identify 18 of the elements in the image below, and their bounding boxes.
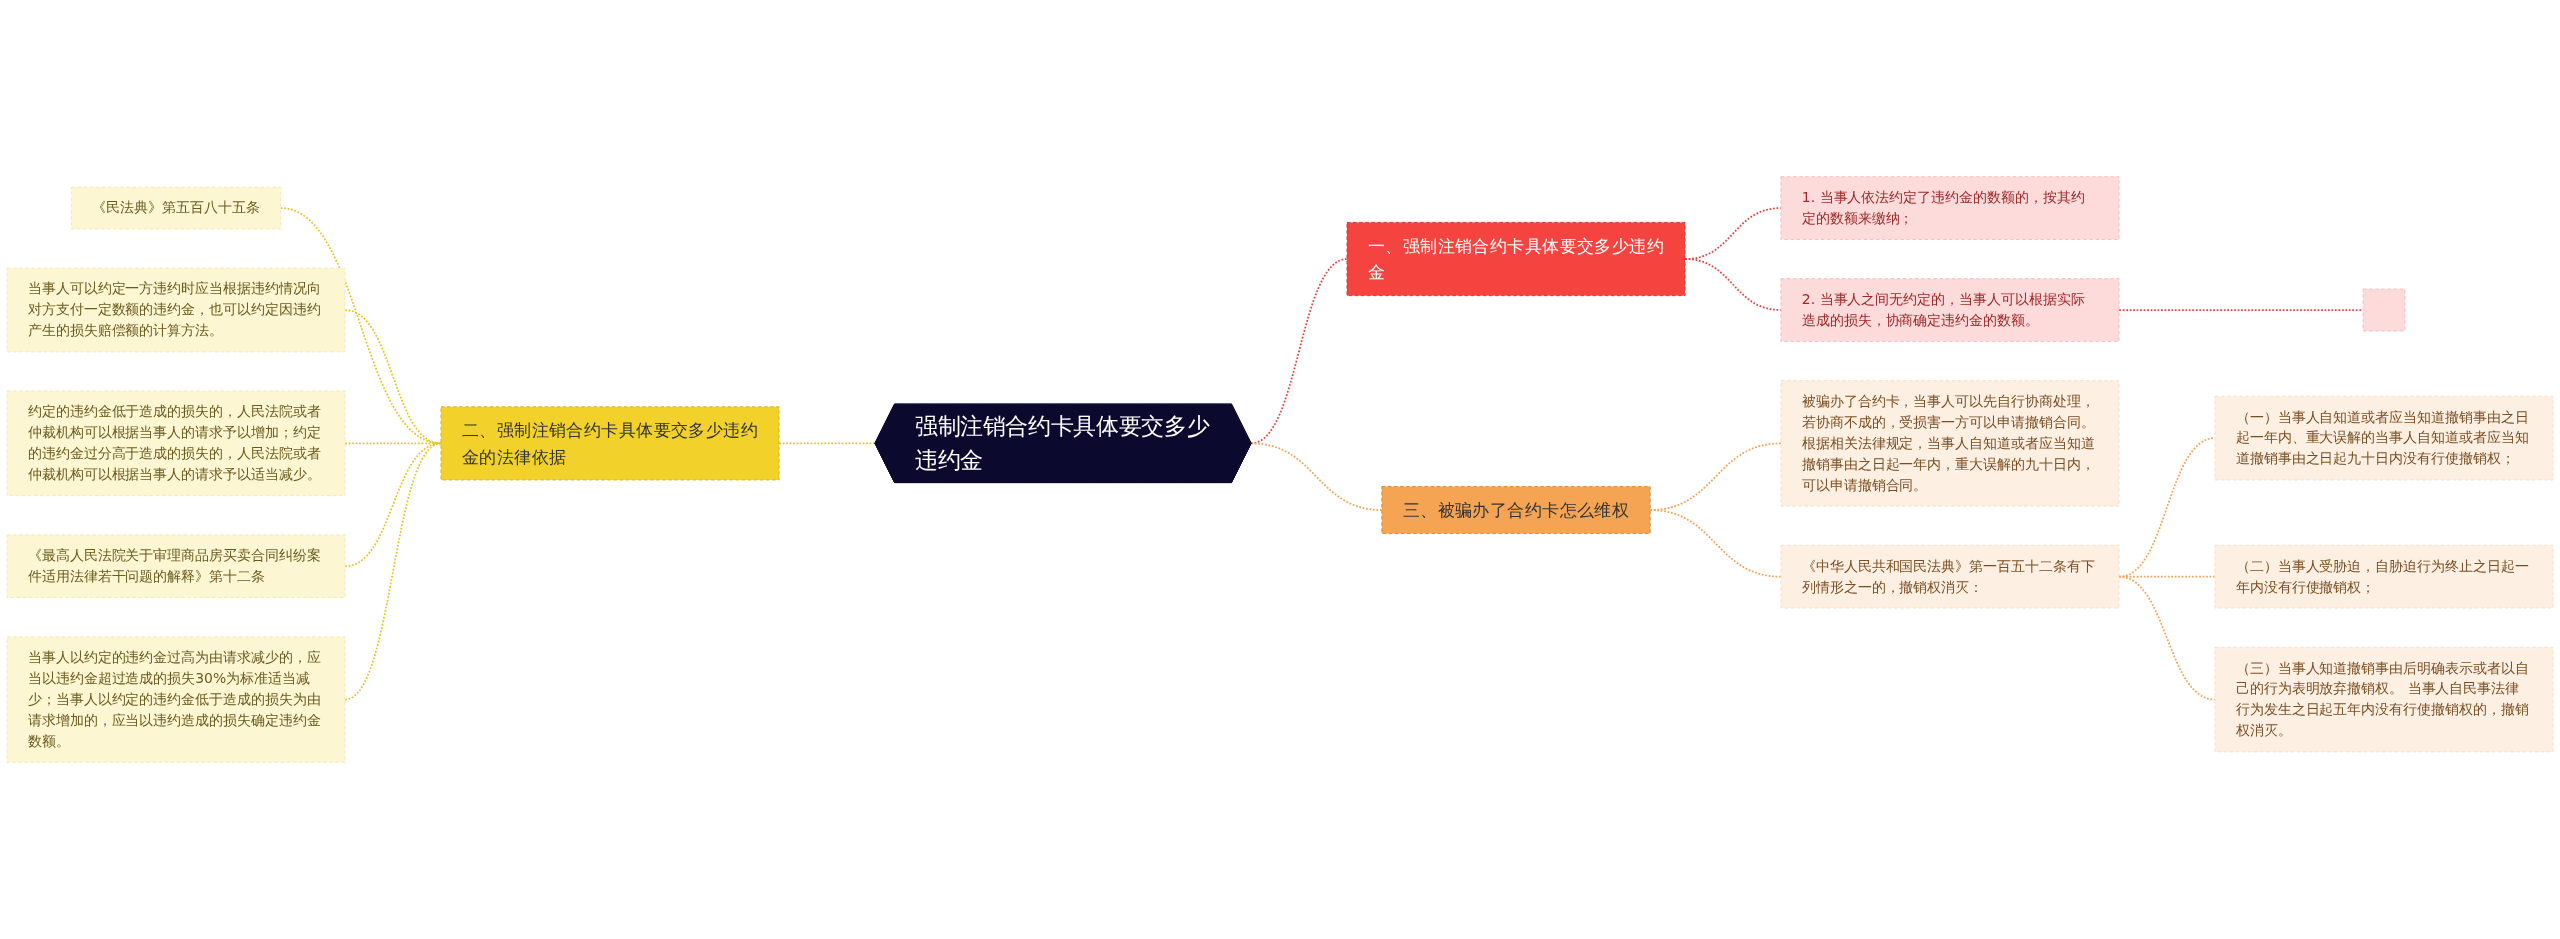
connector [279, 207, 442, 445]
node-box [2362, 288, 2406, 332]
connector [1250, 442, 1383, 511]
node-box: 二、强制注销合约卡具体要交多少违约金的法律依据 [440, 406, 780, 481]
node-box: 三、被骗办了合约卡怎么维权 [1381, 486, 1651, 534]
node-box: 当事人以约定的违约金过高为由请求减少的，应当以违约金超过造成的损失30%为标准适当减少；当事人以约定的违约金低于造成的损失为由请求增加的，应当以违约造成的损失确定违约金数额。 [6, 636, 346, 763]
node-box: 2. 当事人之间无约定的，当事人可以根据实际造成的损失，协商确定违约金的数额。 [1780, 278, 2120, 342]
node-box: （三）当事人知道撤销事由后明确表示或者以自己的行为表明放弃撤销权。 当事人自民事法律行为发生之日起五年内没有行使撤销权的，撤销权消灭。 [2214, 646, 2554, 753]
node-box: 被骗办了合约卡，当事人可以先自行协商处理，若协商不成的，受损害一方可以申请撤销合同。根据相关法律规定，当事人自知道或者应当知道撤销事由之日起一年内，重大误解的九十日内，可以申请撤销合同。 [1780, 380, 2120, 507]
node-box: 一、强制注销合约卡具体要交多少违约金 [1346, 222, 1686, 297]
node-box: 《最高人民法院关于审理商品房买卖合同纠纷案件适用法律若干问题的解释》第十二条 [6, 534, 346, 599]
node-box: 《中华人民共和国民法典》第一百五十二条有下列情形之一的，撤销权消灭： [1780, 544, 2120, 609]
node-box: 1. 当事人依法约定了违约金的数额的，按其约定的数额来缴纳； [1780, 176, 2120, 240]
node-box: 《民法典》第五百八十五条 [71, 186, 282, 230]
node-box: （一）当事人自知道或者应当知道撤销事由之日起一年内、重大误解的当事人自知道或者应当知道撤销事由之日起九十日内没有行使撤销权； [2214, 395, 2554, 481]
node-box: 约定的违约金低于造成的损失的，人民法院或者仲裁机构可以根据当事人的请求予以增加；约定的违约金过分高于造成的损失的，人民法院或者仲裁机构可以根据当事人的请求予以适当减少。 [6, 390, 346, 497]
node-box: 当事人可以约定一方违约时应当根据违约情况向对方支付一定数额的违约金，也可以约定因违约产生的损失赔偿额的计算方法。 [6, 267, 346, 353]
node-box: （二）当事人受胁迫，自胁迫行为终止之日起一年内没有行使撤销权； [2214, 544, 2554, 609]
